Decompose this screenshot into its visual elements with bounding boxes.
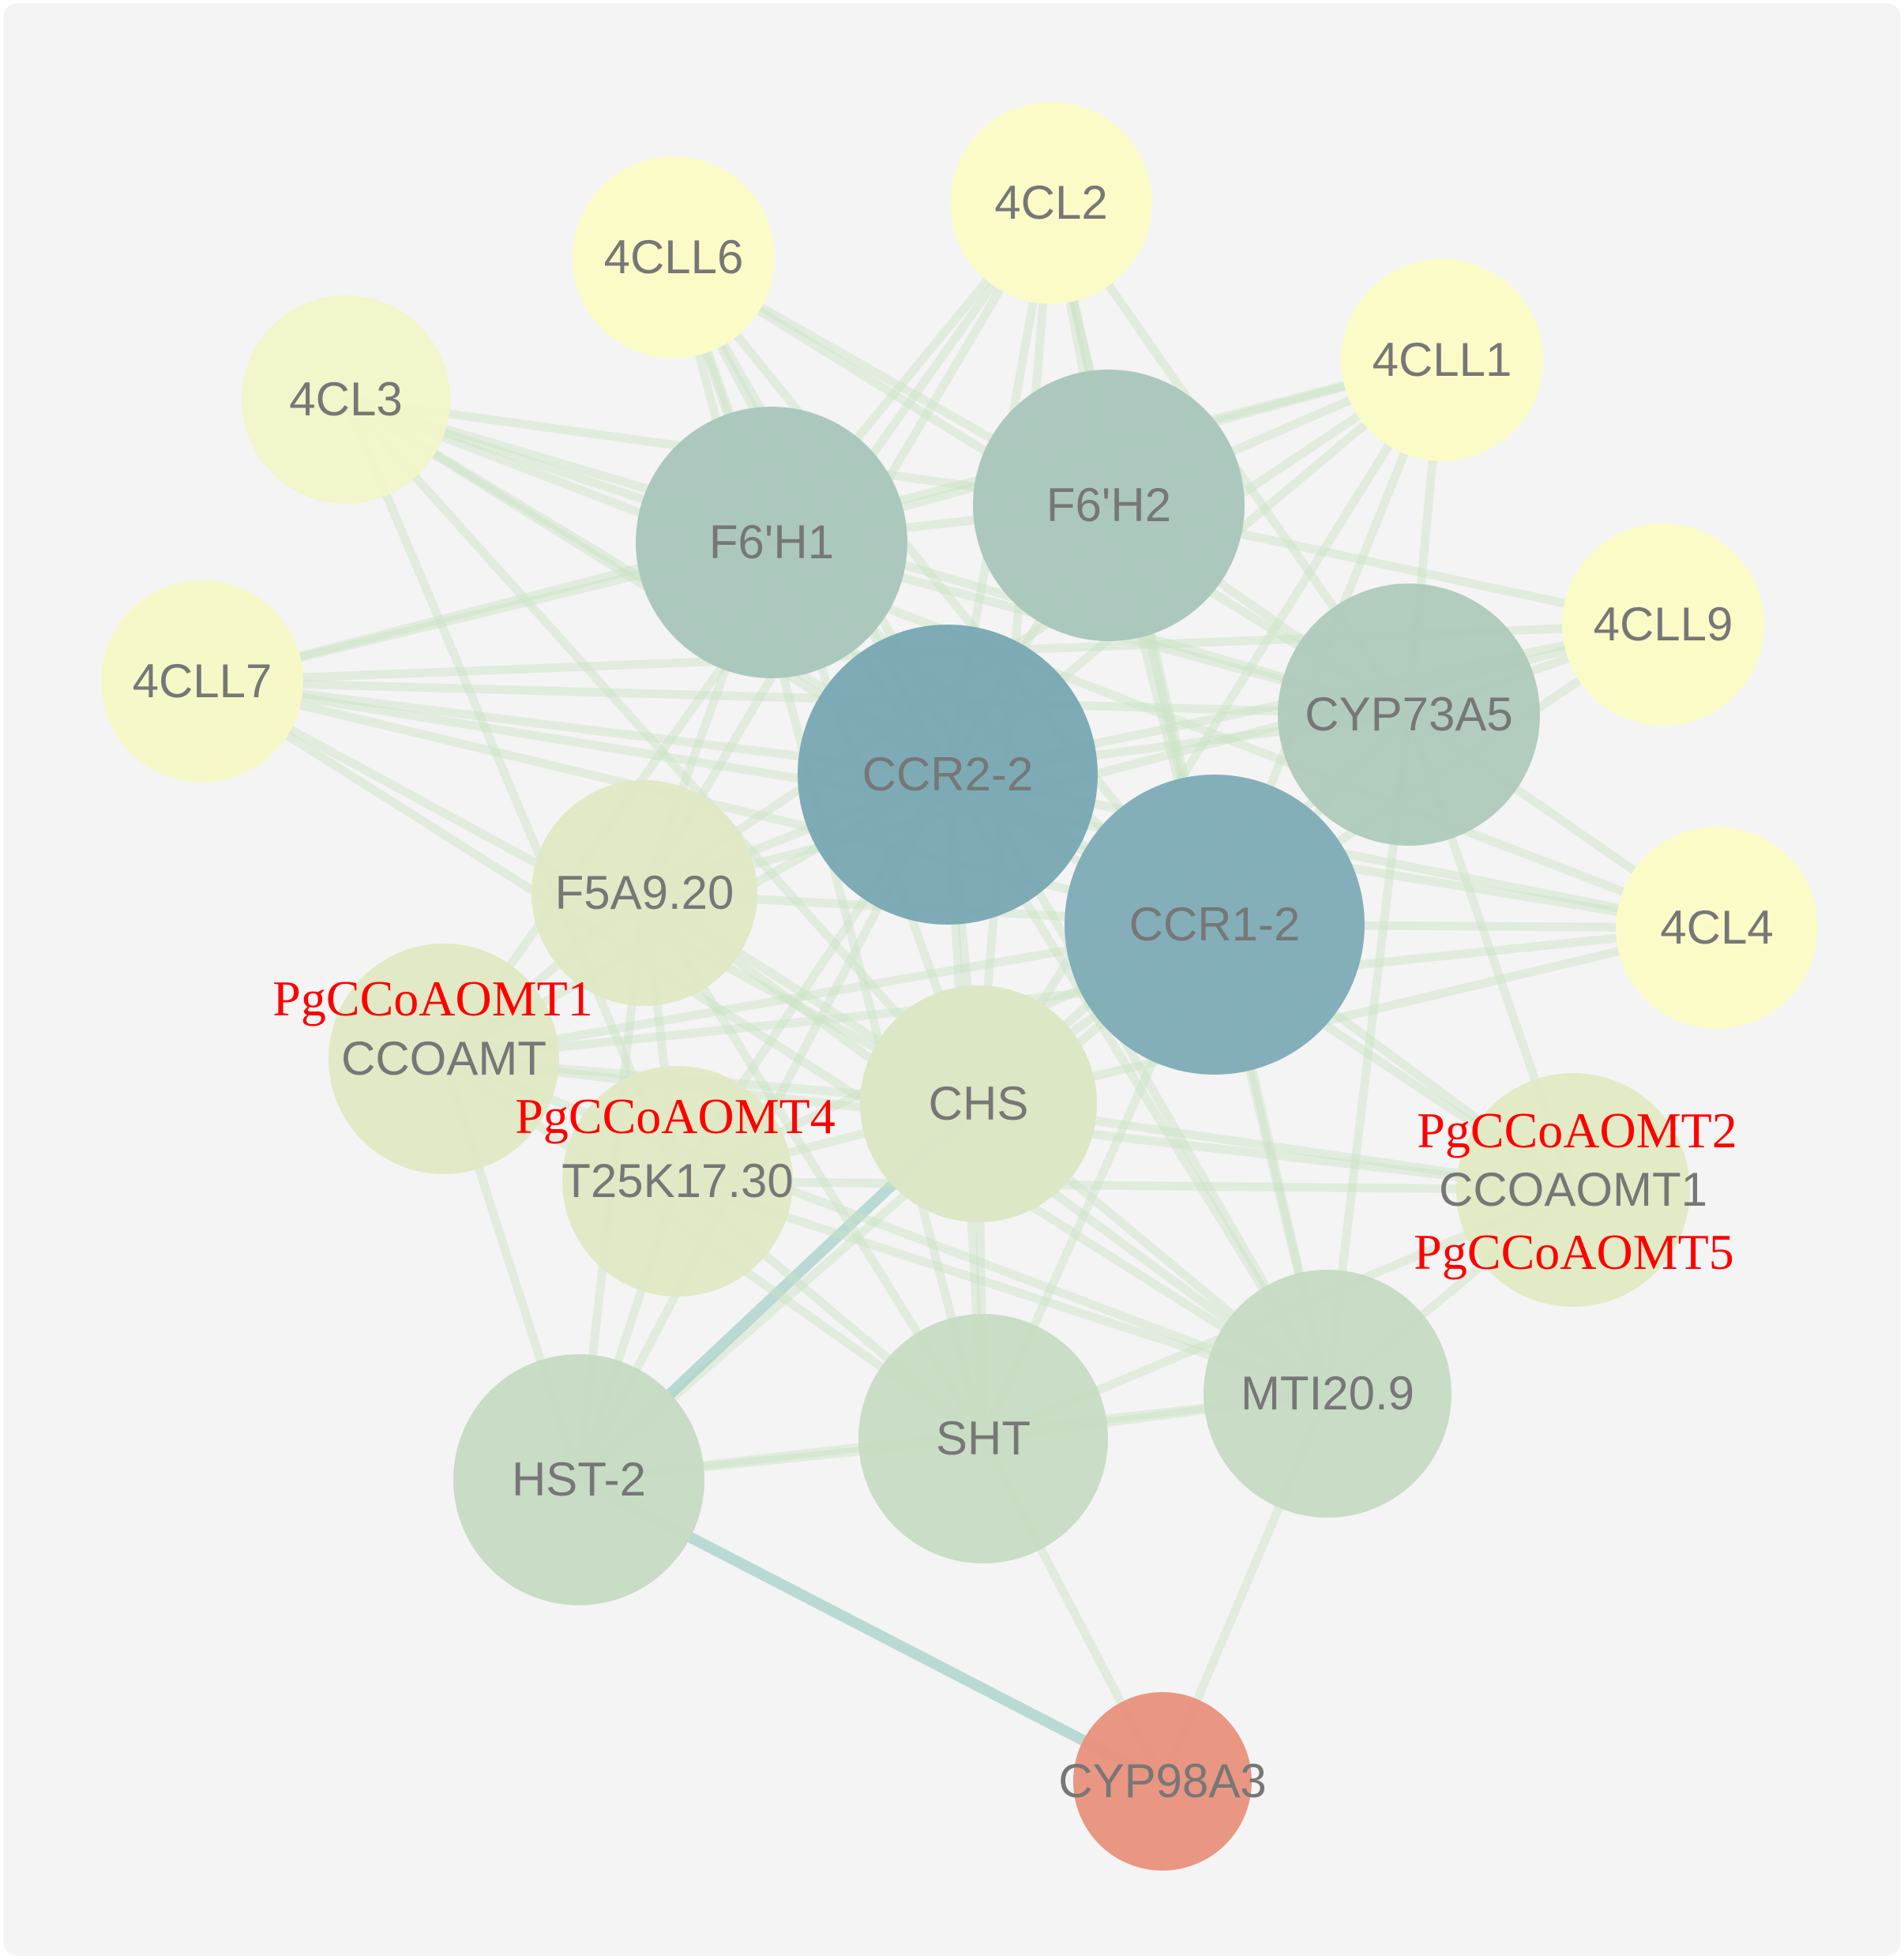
node-circle[interactable] (242, 295, 450, 504)
node-circle[interactable] (1562, 524, 1764, 726)
node-circle[interactable] (573, 156, 775, 358)
node-circle[interactable] (860, 985, 1097, 1222)
node-label: F5A9.20 (555, 866, 734, 919)
node-circle[interactable] (1073, 1692, 1252, 1871)
edge-4CLL1-CHS (974, 355, 1447, 1109)
node-label: 4CLL9 (1594, 598, 1733, 651)
node-circle[interactable] (973, 370, 1245, 641)
annotation-PgCCoAOMT1: PgCCoAOMT1 (272, 970, 592, 1026)
node-label: SHT (936, 1412, 1031, 1465)
node-T25K17.30[interactable]: T25K17.30 (561, 1066, 794, 1297)
node-F6H1[interactable]: F6'H1 (636, 407, 907, 678)
node-circle[interactable] (101, 580, 303, 782)
annotation-PgCCoAOMT2: PgCCoAOMT2 (1417, 1102, 1737, 1158)
node-label: 4CLL6 (604, 231, 744, 283)
edge-4CLL1-F5A9.20 (640, 355, 1447, 898)
node-layer: 4CL2 4CLL6 4CLL1 4CL3 4CLL9 4CLL7 4CL4 F6'H1 F6'… (101, 102, 1818, 1871)
node-CCOAMT[interactable]: CCOAMT (329, 944, 559, 1174)
node-4CLL7[interactable]: 4CLL7 (101, 580, 303, 782)
node-4CLL9[interactable]: 4CLL9 (1562, 524, 1764, 726)
node-circle[interactable] (1204, 1270, 1451, 1518)
node-4CLL6[interactable]: 4CLL6 (573, 156, 775, 358)
node-SHT[interactable]: SHT (858, 1314, 1108, 1563)
node-circle[interactable] (636, 407, 907, 678)
node-CCOAOMT1[interactable]: CCOAOMT1 (1439, 1073, 1707, 1307)
node-4CL3[interactable]: 4CL3 (242, 295, 450, 504)
node-circle[interactable] (329, 944, 559, 1174)
node-label: 4CLL1 (1373, 333, 1512, 386)
node-label: F6'H2 (1046, 478, 1171, 531)
node-4CL2[interactable]: 4CL2 (950, 102, 1152, 304)
node-label: F6'H1 (709, 516, 834, 569)
annotation-PgCCoAOMT5: PgCCoAOMT5 (1414, 1224, 1733, 1280)
node-label: CYP98A3 (1058, 1754, 1267, 1807)
node-F6H2[interactable]: F6'H2 (973, 370, 1245, 641)
node-circle[interactable] (562, 1066, 793, 1297)
node-circle[interactable] (1456, 1073, 1690, 1307)
node-F5A9.20[interactable]: F5A9.20 (531, 780, 757, 1006)
node-HST-2[interactable]: HST-2 (453, 1354, 704, 1605)
node-label: HST-2 (512, 1453, 646, 1506)
node-label: 4CL2 (994, 176, 1107, 229)
node-MTI20.9[interactable]: MTI20.9 (1204, 1270, 1451, 1518)
node-circle[interactable] (1341, 259, 1543, 461)
node-label: 4CL3 (289, 373, 402, 426)
node-label: 4CL4 (1660, 901, 1773, 954)
edge-4CL4-CHS (974, 923, 1722, 1109)
node-circle[interactable] (453, 1354, 704, 1605)
node-label: MTI20.9 (1241, 1367, 1414, 1420)
node-CYP98A3[interactable]: CYP98A3 (1058, 1692, 1267, 1871)
node-4CLL1[interactable]: 4CLL1 (1341, 259, 1543, 461)
node-circle[interactable] (798, 625, 1098, 925)
node-label: T25K17.30 (561, 1154, 794, 1207)
node-CYP73A5[interactable]: CYP73A5 (1278, 584, 1540, 846)
node-label: CCR2-2 (862, 748, 1034, 801)
node-label: 4CLL7 (133, 655, 272, 707)
edge-4CL3-CHS (341, 395, 983, 1109)
node-circle[interactable] (1278, 584, 1540, 846)
node-label: CCR1-2 (1129, 898, 1301, 951)
edge-4CL3-T25K17.30 (341, 395, 682, 1186)
node-label: CCOAOMT1 (1439, 1163, 1707, 1216)
edge-CYP73A5-4CLL7 (197, 677, 1414, 719)
node-circle[interactable] (1616, 827, 1818, 1029)
node-label: CHS (929, 1077, 1029, 1130)
node-CCR2-2[interactable]: CCR2-2 (798, 625, 1098, 925)
edge-4CLL7-MTI20.9 (197, 677, 1332, 1398)
node-circle[interactable] (1065, 775, 1365, 1075)
node-circle[interactable] (858, 1314, 1108, 1563)
edge-4CLL6-CHS (669, 253, 983, 1109)
node-label: CYP73A5 (1305, 688, 1513, 741)
edge-T25K17.30-CCOAOMT1 (673, 1177, 1578, 1195)
node-circle[interactable] (950, 102, 1152, 304)
edge-4CL4-CCOAMT (439, 923, 1722, 1064)
node-circle[interactable] (531, 780, 757, 1006)
annotation-PgCCoAOMT4: PgCCoAOMT4 (515, 1088, 835, 1144)
node-label: CCOAMT (341, 1032, 546, 1085)
node-CCR1-2[interactable]: CCR1-2 (1065, 775, 1365, 1075)
node-CHS[interactable]: CHS (860, 985, 1097, 1222)
node-4CL4[interactable]: 4CL4 (1616, 827, 1818, 1029)
